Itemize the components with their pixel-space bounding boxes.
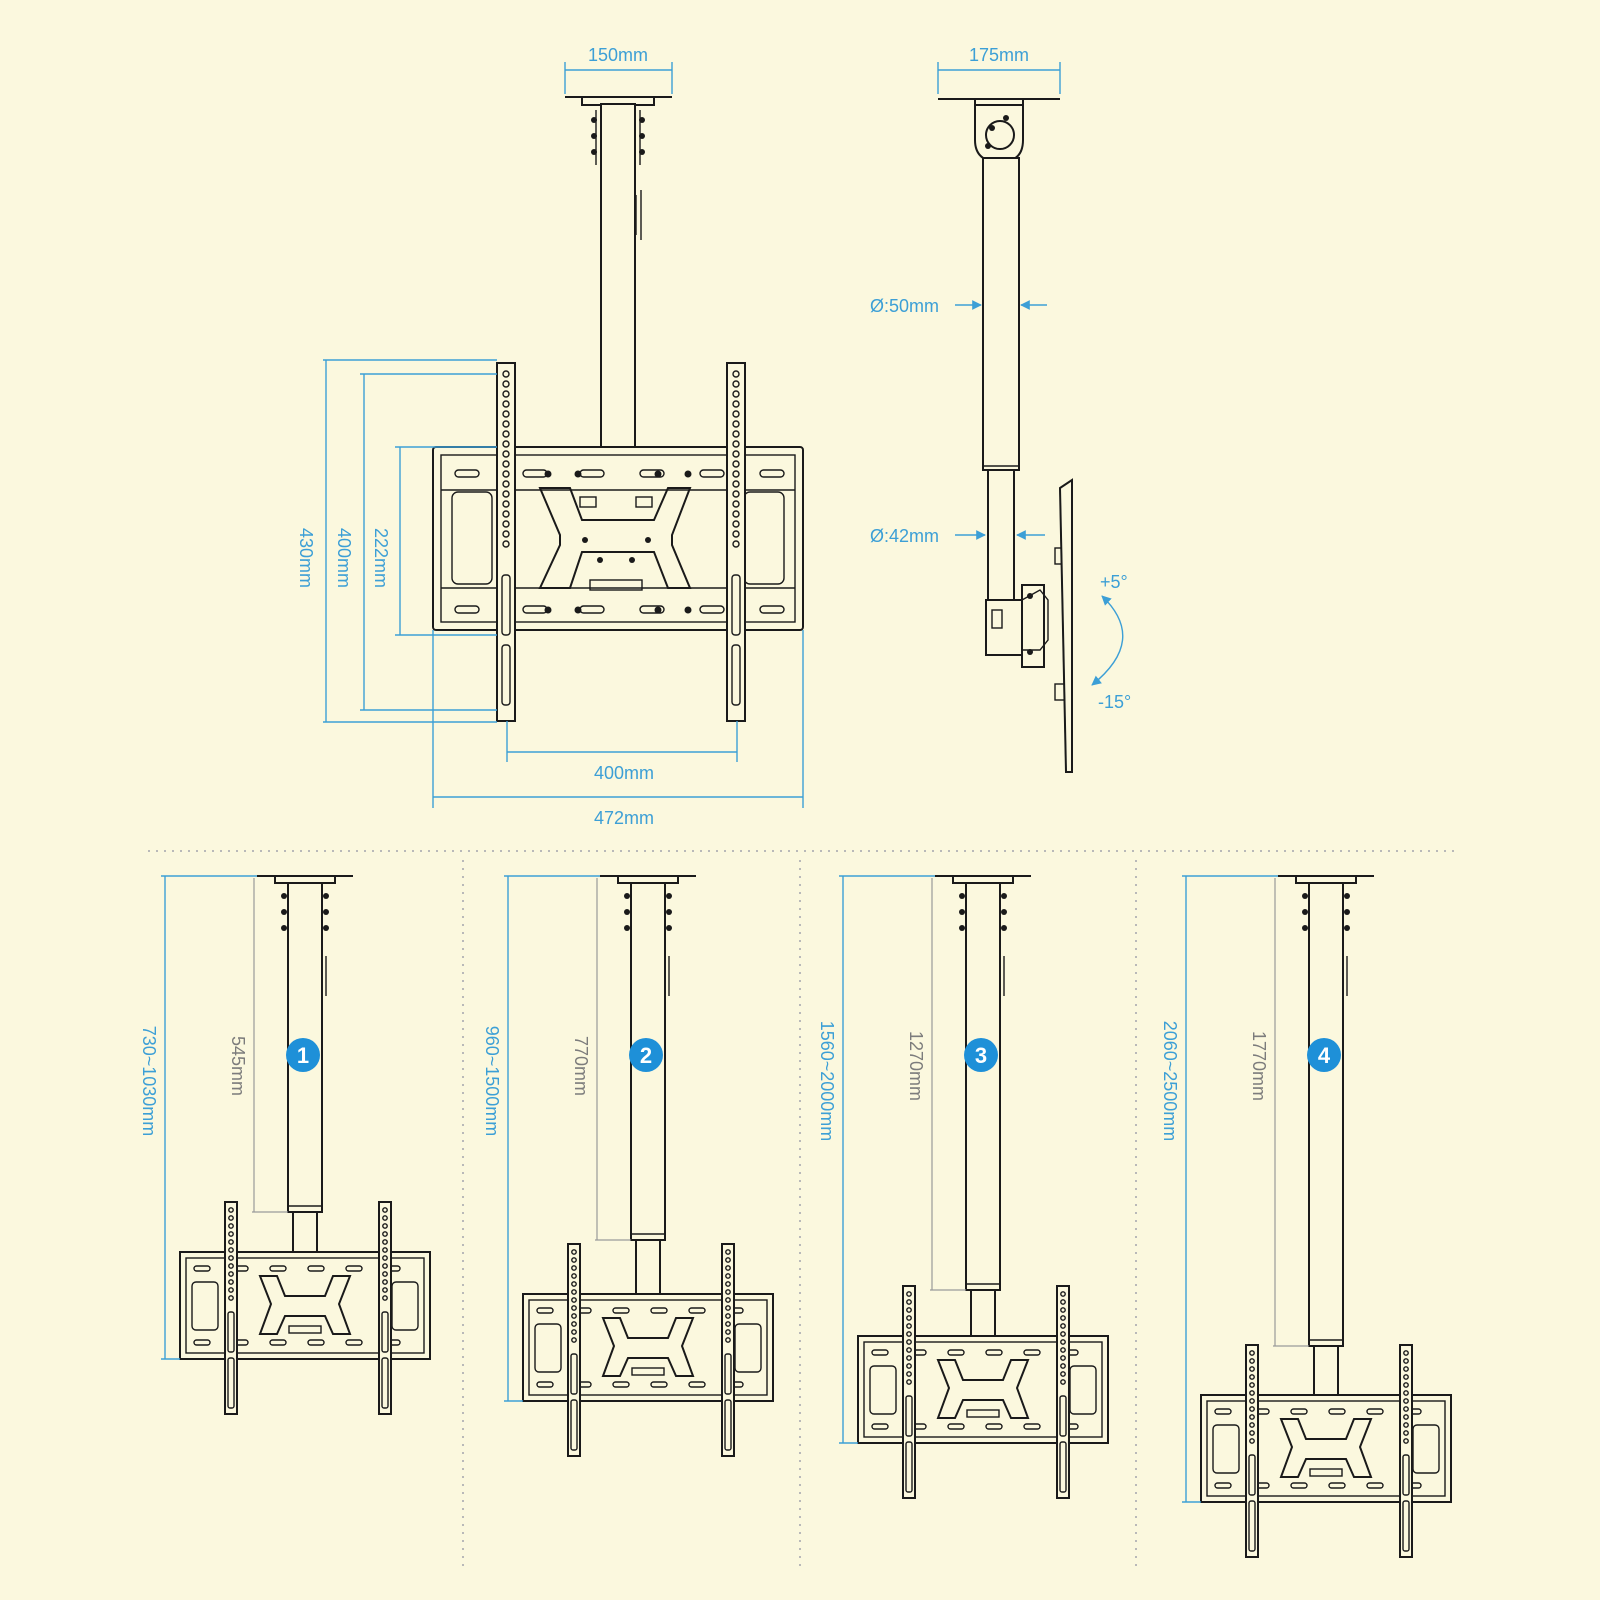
frame-height-label: 222mm xyxy=(371,528,391,588)
tv-frame xyxy=(179,1251,431,1360)
tv-rail xyxy=(902,1285,916,1499)
position-badge: 3 xyxy=(964,1038,998,1072)
badge-number: 4 xyxy=(1318,1043,1331,1068)
rail-height-label: 400mm xyxy=(334,528,354,588)
badge-number: 1 xyxy=(297,1043,309,1068)
tilt-up-label: +5° xyxy=(1100,572,1128,592)
total-range-label: 960~1500mm xyxy=(482,1026,502,1137)
badge-number: 3 xyxy=(975,1043,987,1068)
front-pole xyxy=(591,103,645,457)
upper-tube-diameter-label: Ø:50mm xyxy=(870,296,939,316)
tilt-down-label: -15° xyxy=(1098,692,1131,712)
pole-length-label: 1770mm xyxy=(1249,1031,1269,1101)
front-view: 150mm 430mm 400mm 222mm 400mm 472mm xyxy=(296,45,804,828)
lower-pole xyxy=(292,1211,318,1253)
side-tv-rail xyxy=(1058,478,1073,773)
total-range-label: 1560~2000mm xyxy=(817,1021,837,1142)
lower-tube-diameter-label: Ø:42mm xyxy=(870,526,939,546)
tv-rail xyxy=(1056,1285,1070,1499)
position-2: 770mm 960~1500mm 2 xyxy=(482,875,774,1457)
tv-rail xyxy=(721,1243,735,1457)
badge-number: 2 xyxy=(640,1043,652,1068)
lower-pole xyxy=(1313,1345,1339,1396)
tv-frame xyxy=(522,1293,774,1402)
tv-frame xyxy=(857,1335,1109,1444)
side-plate-width-label: 175mm xyxy=(969,45,1029,65)
lower-pole xyxy=(635,1239,661,1295)
position-3: 1270mm 1560~2000mm 3 xyxy=(817,875,1109,1499)
position-badge: 4 xyxy=(1307,1038,1341,1072)
tilt-arc xyxy=(1091,595,1124,686)
front-dimensions: 150mm 430mm 400mm 222mm 400mm 472mm xyxy=(296,45,804,828)
position-badge: 1 xyxy=(286,1038,320,1072)
pole-length-label: 770mm xyxy=(571,1036,591,1096)
side-upper-tube xyxy=(982,157,1020,471)
pole-length-label: 1270mm xyxy=(906,1031,926,1101)
side-lower-tube xyxy=(987,469,1015,611)
front-plate-width-label: 150mm xyxy=(588,45,648,65)
lower-pole xyxy=(970,1289,996,1337)
rail-spacing-label: 400mm xyxy=(594,763,654,783)
total-height-label: 430mm xyxy=(296,528,316,588)
tv-rail xyxy=(378,1201,392,1415)
tv-rail xyxy=(1399,1344,1413,1558)
tv-rail xyxy=(567,1243,581,1457)
position-4: 1770mm 2060~2500mm 4 xyxy=(1160,875,1452,1558)
position-1: 545mm 730~1030mm 1 xyxy=(139,875,431,1415)
front-left-rail xyxy=(496,362,516,722)
tv-frame xyxy=(1200,1394,1452,1503)
frame-width-label: 472mm xyxy=(594,808,654,828)
upper-pole xyxy=(965,882,1001,1291)
upper-pole xyxy=(1308,882,1344,1347)
total-range-label: 2060~2500mm xyxy=(1160,1021,1180,1142)
front-right-rail xyxy=(726,362,746,722)
pole-length-label: 545mm xyxy=(228,1036,248,1096)
total-range-label: 730~1030mm xyxy=(139,1026,159,1137)
section-separators xyxy=(148,850,1458,1572)
tv-rail xyxy=(1245,1344,1259,1558)
position-badge: 2 xyxy=(629,1038,663,1072)
tv-rail xyxy=(224,1201,238,1415)
side-view: +5° -15° 175mm Ø:50mm Ø:42mm xyxy=(870,45,1131,773)
front-tv-frame xyxy=(432,446,804,631)
side-tilt-bracket xyxy=(985,547,1066,701)
